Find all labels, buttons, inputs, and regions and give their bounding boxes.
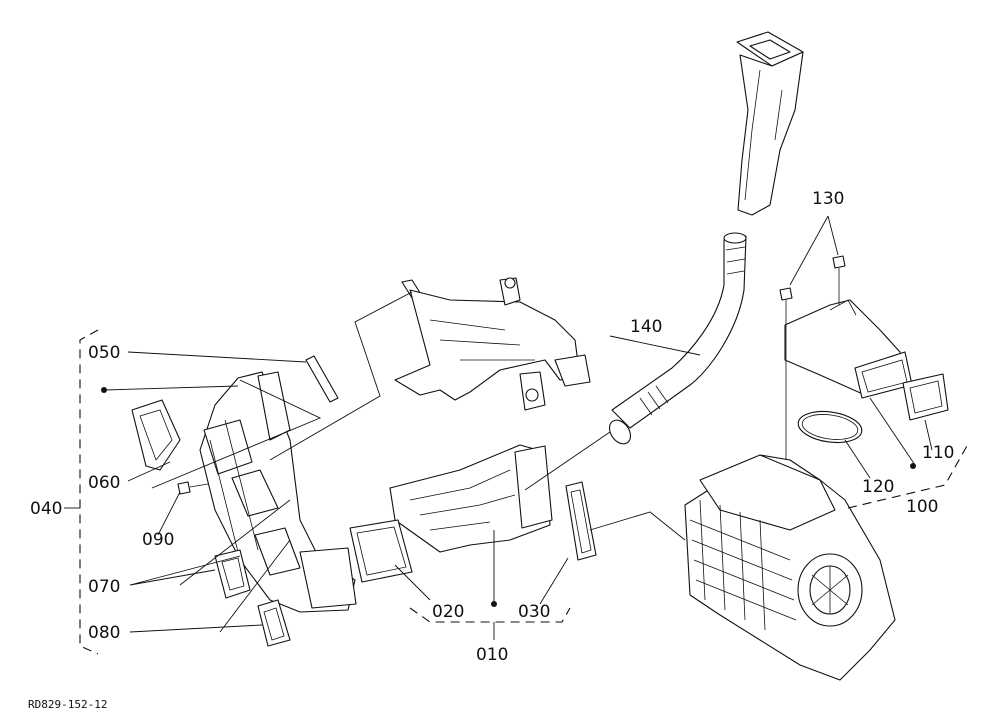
hose-140 xyxy=(608,232,747,445)
o-ring-120 xyxy=(797,410,863,444)
label-110: 110 xyxy=(922,443,954,463)
leader-lines xyxy=(104,215,933,633)
blower-unit xyxy=(684,454,896,681)
reference-dots xyxy=(101,387,916,607)
label-100: 100 xyxy=(906,497,938,517)
group-brackets xyxy=(79,329,969,655)
label-120: 120 xyxy=(862,477,894,497)
label-090: 090 xyxy=(142,530,174,550)
label-050: 050 xyxy=(88,343,120,363)
label-080: 080 xyxy=(88,623,120,643)
gasket-110 xyxy=(902,373,949,421)
bracket-assembly xyxy=(394,277,591,411)
label-060: 060 xyxy=(88,473,120,493)
label-030: 030 xyxy=(518,602,550,622)
label-040: 040 xyxy=(30,499,62,519)
label-010: 010 xyxy=(476,645,508,665)
filter-080 xyxy=(257,599,291,647)
cover-100 xyxy=(784,299,913,399)
label-140: 140 xyxy=(630,317,662,337)
duct-010 xyxy=(389,444,553,553)
gasket-050 xyxy=(305,355,339,403)
label-070: 070 xyxy=(88,577,120,597)
filter-060 xyxy=(131,399,181,471)
gasket-030 xyxy=(565,481,597,561)
upper-duct xyxy=(736,31,804,216)
part-labels: 050 060 040 090 070 080 020 030 010 140 … xyxy=(28,189,954,711)
label-130: 130 xyxy=(812,189,844,209)
filter-070 xyxy=(214,549,251,599)
label-020: 020 xyxy=(432,602,464,622)
screw-090 xyxy=(177,481,209,495)
drawing-code: RD829-152-12 xyxy=(28,698,107,711)
screws-130 xyxy=(779,255,846,460)
